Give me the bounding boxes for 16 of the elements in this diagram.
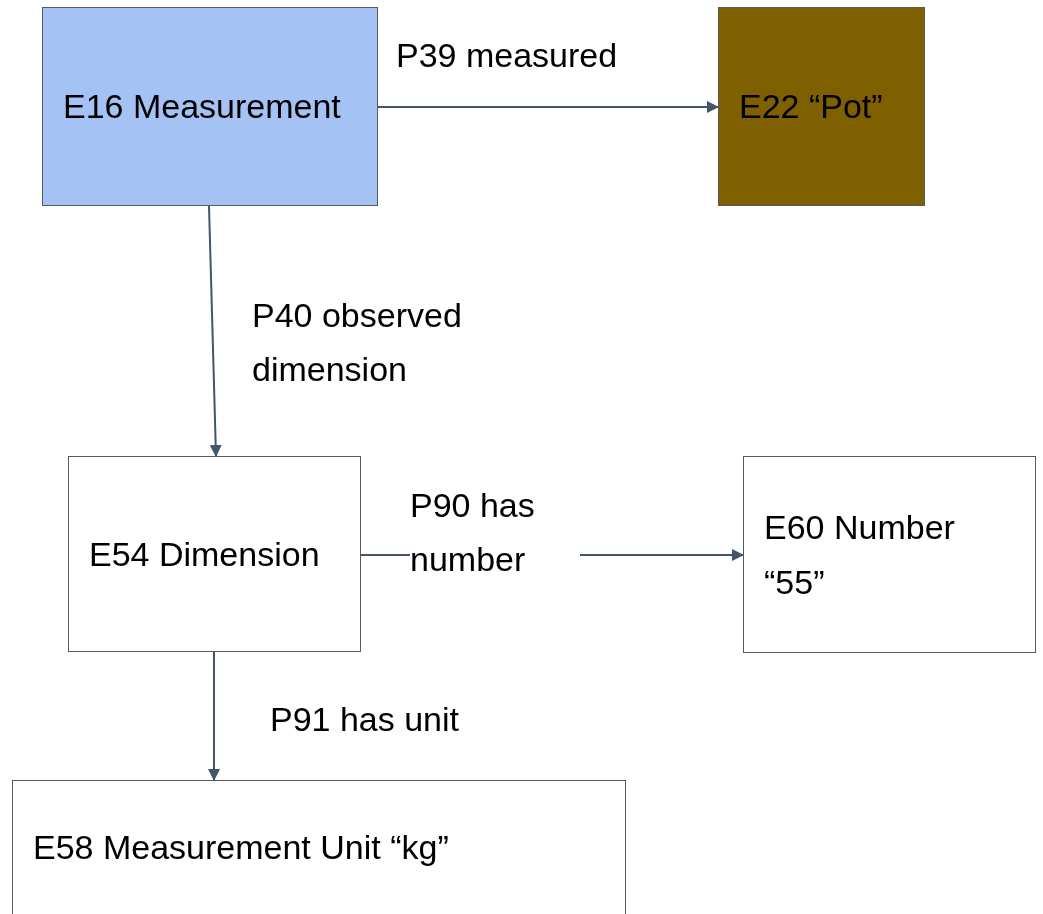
arrow [208, 205, 222, 457]
edge-label: P91 has unit [270, 699, 461, 740]
entity-box [718, 7, 925, 206]
entity-label: E16 Measurement [63, 86, 342, 128]
edge-label: P40 observed dimension [252, 295, 463, 391]
entity-label: E58 Measurement Unit “kg” [33, 827, 450, 869]
entity-label: E54 Dimension [89, 533, 321, 575]
entity-label: E22 “Pot” [739, 86, 884, 128]
arrow [377, 101, 719, 113]
entity-box [12, 780, 626, 914]
entity-box [42, 7, 378, 206]
edge-label: P39 measured [396, 35, 619, 76]
entity-box [743, 456, 1036, 653]
entity-box [68, 456, 361, 652]
entity-label: E60 Number “55” [764, 507, 956, 603]
arrow [208, 651, 220, 781]
